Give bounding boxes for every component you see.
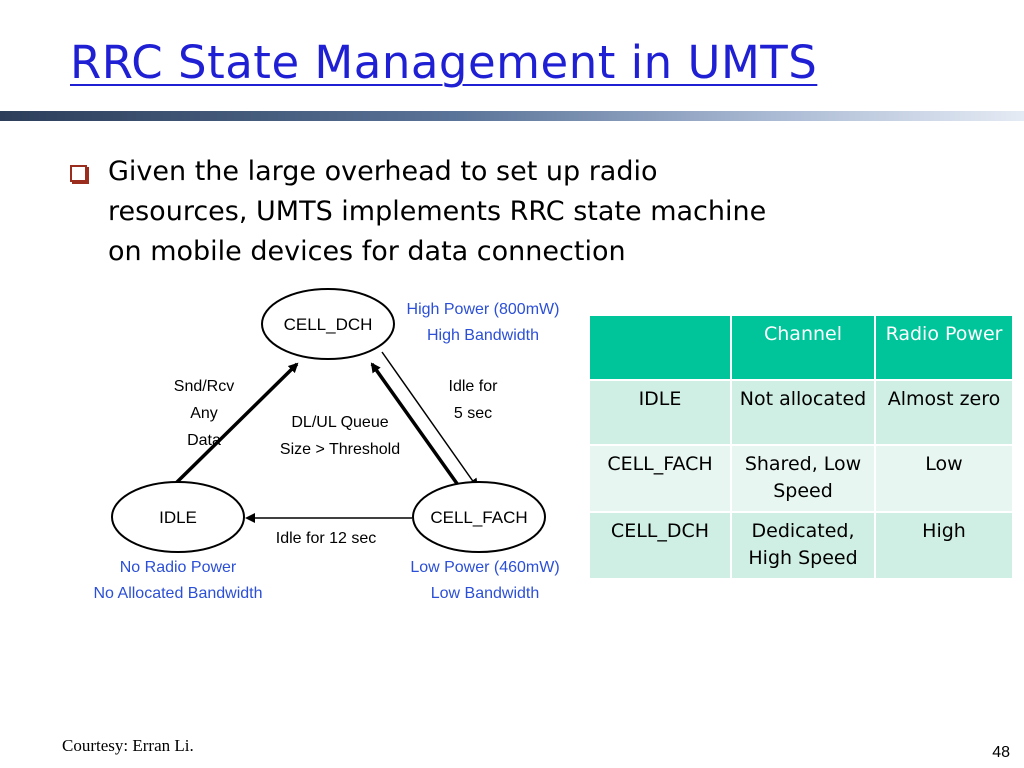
table-cell: Low (874, 444, 1014, 513)
annotation-idle-power: No Radio Power (120, 559, 237, 576)
state-label-idle: IDLE (159, 508, 197, 527)
table-cell: Not allocated (729, 379, 877, 446)
arrow-dch-to-fach (381, 351, 479, 489)
state-cell-fach (412, 481, 546, 553)
table-cell: Almost zero (874, 379, 1014, 446)
table-header-row: Channel Radio Power (588, 314, 1014, 381)
annotation-fach-power: Low Power (460mW) (410, 559, 559, 576)
slide-title: RRC State Management in UMTS (70, 36, 818, 89)
bullet-line: Given the large overhead to set up radio (108, 156, 658, 187)
state-label-cell-dch: CELL_DCH (284, 315, 373, 334)
annotation-idle-bandwidth: No Allocated Bandwidth (94, 585, 263, 602)
state-label-cell-fach: CELL_FACH (430, 508, 527, 527)
table-cell: CELL_FACH (588, 444, 732, 513)
rrc-state-table: Channel Radio Power IDLE Not allocated A… (588, 314, 1014, 580)
transition-label-idle-to-dch: Snd/Rcv (174, 378, 234, 395)
annotation-dch-power: High Power (800mW) (407, 301, 560, 318)
bullet-line: resources, UMTS implements RRC state mac… (108, 196, 767, 227)
transition-label-idle-to-dch: Any (190, 405, 218, 422)
table-header-cell (588, 314, 732, 381)
transition-label-dch-to-fach: 5 sec (454, 405, 492, 422)
transition-label-fach-to-idle: Idle for 12 sec (276, 530, 377, 547)
transition-label-idle-to-dch: Data (187, 432, 221, 449)
table-cell: High (874, 511, 1014, 580)
table-row: CELL_FACH Shared, Low Speed Low (588, 444, 1014, 513)
table-cell: IDLE (588, 379, 732, 446)
page-number: 48 (992, 744, 1010, 761)
courtesy-note: Courtesy: Erran Li. (62, 736, 194, 755)
bullet-text: Given the large overhead to set up radio… (108, 152, 908, 272)
arrow-idle-to-dch (171, 362, 299, 488)
table-cell: Dedicated, High Speed (729, 511, 877, 580)
arrow-fach-to-dch (370, 362, 460, 487)
rrc-state-diagram: CELL_DCH IDLE CELL_FACH High Power (800m… (94, 288, 560, 602)
annotation-dch-bandwidth: High Bandwidth (427, 327, 539, 344)
title-divider-bar (0, 111, 1024, 121)
state-idle (111, 481, 245, 553)
transition-label-dch-to-fach: Idle for (449, 378, 499, 395)
table-header-cell: Channel (729, 314, 877, 381)
table-header-cell: Radio Power (874, 314, 1014, 381)
state-cell-dch (261, 288, 395, 360)
table-cell: Shared, Low Speed (729, 444, 877, 513)
transition-label-fach-to-dch: DL/UL Queue (291, 414, 388, 431)
annotation-fach-bandwidth: Low Bandwidth (431, 585, 540, 602)
transition-label-fach-to-dch: Size > Threshold (280, 441, 400, 458)
table-row: CELL_DCH Dedicated, High Speed High (588, 511, 1014, 580)
table-row: IDLE Not allocated Almost zero (588, 379, 1014, 446)
bullet-line: on mobile devices for data connection (108, 236, 626, 267)
table-cell: CELL_DCH (588, 511, 732, 580)
checkbox-bullet-icon (70, 165, 87, 182)
